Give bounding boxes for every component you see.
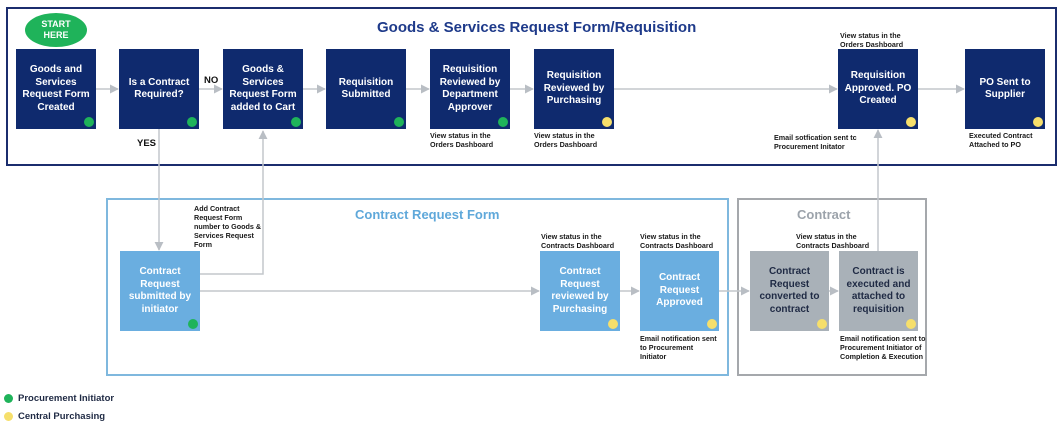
legend-item-purchasing: Central Purchasing (4, 409, 105, 423)
purchasing-dot (906, 319, 916, 329)
purchasing-dot (906, 117, 916, 127)
step-label: Requisition Reviewed by Department Appro… (439, 64, 501, 113)
step-label: Contract Request reviewed by Purchasing (551, 266, 609, 315)
legend-item-initiator: Procurement Initiator (4, 391, 114, 405)
edge-label-no: NO (204, 75, 219, 86)
step-label: PO Sent to Supplier (979, 76, 1031, 101)
step-label: Goods & Services Request Form added to C… (229, 64, 297, 113)
arrow-crf-to-cart (200, 130, 268, 275)
note-contracts-dashboard-reviewed: View status in the Contracts Dashboard (541, 232, 615, 250)
step-label: Contract is executed and attached to req… (846, 266, 911, 315)
step-crf-approved: Contract Request Approved (640, 251, 719, 331)
step-label: Is a Contract Required? (128, 76, 190, 101)
start-here-label: START HERE (41, 19, 71, 40)
step-label: Requisition Submitted (338, 76, 394, 101)
step-added-to-cart: Goods & Services Request Form added to C… (223, 49, 303, 129)
note-executed-attached: Executed Contract Attached to PO (969, 131, 1033, 149)
note-contracts-dashboard-approved: View status in the Contracts Dashboard (640, 232, 714, 250)
legend-label: Central Purchasing (18, 410, 106, 422)
step-crf-reviewed: Contract Request reviewed by Purchasing (540, 251, 620, 331)
step-approved-po-created: Requisition Approved. PO Created (838, 49, 918, 129)
step-label: Requisition Reviewed by Purchasing (543, 70, 605, 107)
contract-request-form-frame (106, 198, 729, 376)
step-crf-submitted: Contract Request submitted by initiator (120, 251, 200, 331)
note-contracts-dashboard-executed: View status in the Contracts Dashboard (796, 232, 870, 250)
initiator-dot (187, 117, 197, 127)
step-requisition-submitted: Requisition Submitted (326, 49, 406, 129)
note-email-initiator: Email sotfication sent tc Procurement In… (774, 133, 857, 151)
purchasing-dot (707, 319, 717, 329)
step-label: Contract Request Approved (656, 272, 703, 309)
initiator-dot (84, 117, 94, 127)
purchasing-dot (608, 319, 618, 329)
step-po-sent: PO Sent to Supplier (965, 49, 1045, 129)
step-contract-required: Is a Contract Required? (119, 49, 199, 129)
note-orders-dashboard-purchasing: View status in the Orders Dashboard (534, 131, 598, 149)
diagram-title: Goods & Services Request Form/Requisitio… (377, 19, 697, 36)
note-orders-dashboard-dept: View status in the Orders Dashboard (430, 131, 494, 149)
edge-label-yes: YES (137, 138, 157, 149)
note-email-crf-approved: Email notification sent to Procurement I… (640, 334, 717, 361)
contract-request-form-title: Contract Request Form (355, 207, 500, 222)
requisition-frame (6, 7, 1057, 166)
purchasing-dot (602, 117, 612, 127)
step-label: Contract Request submitted by initiator (128, 266, 192, 315)
step-label: Requisition Approved. PO Created (844, 70, 912, 107)
note-email-completion: Email notification sent to Procurement I… (840, 334, 926, 361)
initiator-dot (498, 117, 508, 127)
contract-frame (737, 198, 927, 376)
step-label: Contract Request converted to contract (759, 266, 820, 315)
initiator-legend-dot (4, 393, 13, 403)
legend: Procurement Initiator Central Purchasing (4, 391, 184, 425)
step-gs-form-created: Goods and Services Request Form Created (16, 49, 96, 129)
contract-title: Contract (797, 207, 851, 222)
initiator-dot (291, 117, 301, 127)
note-add-contract-number: Add Contract Request Form number to Good… (194, 204, 262, 249)
start-here-badge: START HERE (25, 13, 87, 47)
step-converted-to-contract: Contract Request converted to contract (750, 251, 829, 331)
step-department-approver: Requisition Reviewed by Department Appro… (430, 49, 510, 129)
legend-label: Procurement Initiator (18, 392, 115, 404)
initiator-dot (394, 117, 404, 127)
purchasing-dot (1033, 117, 1043, 127)
purchasing-legend-dot (4, 411, 13, 421)
purchasing-dot (817, 319, 827, 329)
step-contract-executed: Contract is executed and attached to req… (839, 251, 918, 331)
note-orders-dashboard-approved: View status in the Orders Dashboard (840, 31, 904, 49)
step-label: Goods and Services Request Form Created (22, 64, 90, 113)
step-reviewed-by-purchasing: Requisition Reviewed by Purchasing (534, 49, 614, 129)
initiator-dot (188, 319, 198, 329)
